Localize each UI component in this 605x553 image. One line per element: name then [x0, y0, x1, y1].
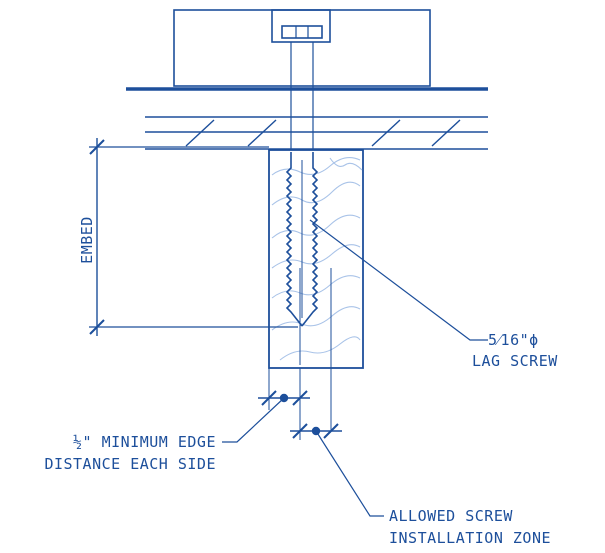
lag-screw-leader [309, 219, 488, 341]
top-block [173, 9, 431, 87]
embed-label: EMBED [78, 216, 96, 264]
lag-screw-thread [285, 152, 319, 327]
installation-zone-label-line2: INSTALLATION ZONE [389, 529, 551, 547]
hex-nut [281, 25, 323, 39]
nut-recess [271, 9, 331, 43]
embed-dimension [89, 138, 298, 336]
installation-zone-label-line1: ALLOWED SCREW [389, 507, 513, 525]
edge-distance-leader [222, 397, 285, 443]
wood-post [268, 149, 364, 369]
decking-layers [145, 116, 488, 150]
installation-zone-leader [315, 430, 384, 517]
screw-size-label: 5⁄16"ϕ [488, 331, 539, 349]
screw-type-label: LAG SCREW [472, 352, 558, 370]
edge-distance-label-line1: ½" MINIMUM EDGE [73, 433, 216, 451]
edge-distance-label-line2: DISTANCE EACH SIDE [44, 455, 216, 473]
